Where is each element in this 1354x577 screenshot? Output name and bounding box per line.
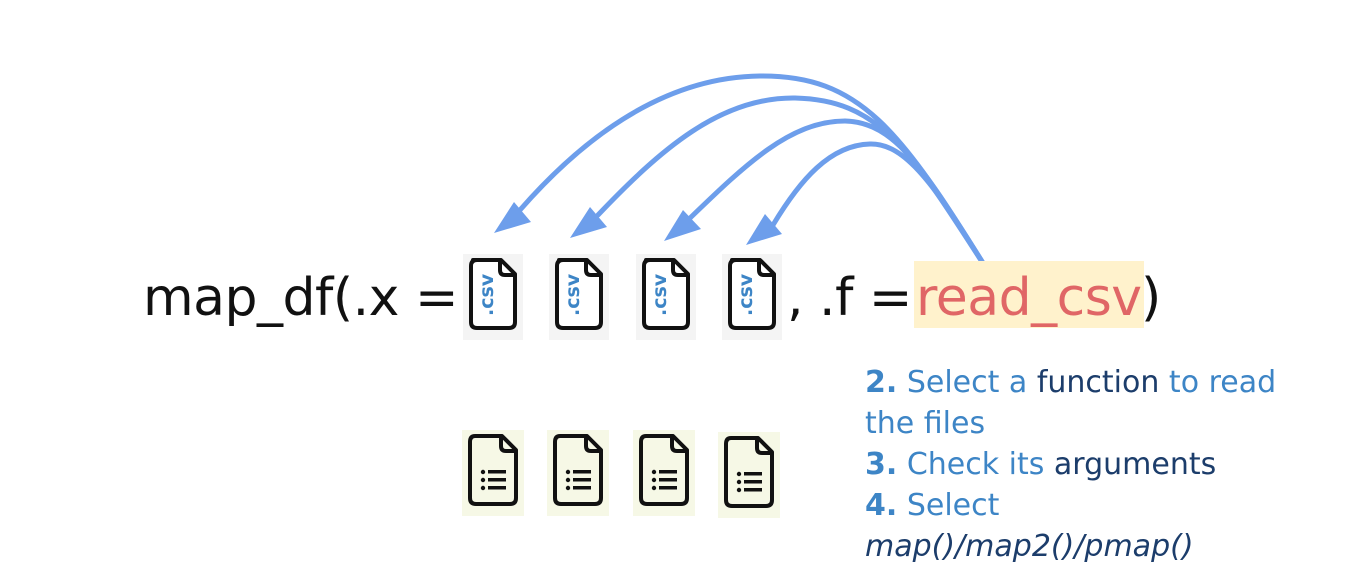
step-2: 2. Select a function to read the files [865,362,1325,444]
step-text: Select [897,488,1000,523]
list-document-icon [633,430,695,516]
arrow-to-csv-3 [685,118,989,271]
step-3: 3. Check its arguments [865,444,1325,485]
code-prefix: map_df(.x = [143,268,459,328]
list-document-icon [547,430,609,516]
step-4: 4. Select map()/map2()/pmap() [865,485,1325,567]
arrowhead-4 [746,214,782,245]
csv-label: .csv [476,273,498,316]
code-middle: , .f = [787,268,913,328]
step-text: Select a [897,365,1037,400]
csv-file-icon: .csv [636,254,696,340]
step-text: to read the files [865,365,1277,441]
arrow-to-csv-2 [595,95,989,271]
step-keyword: map()/map2()/pmap() [865,529,1194,564]
code-suffix: ) [1141,268,1161,328]
csv-label: .csv [735,273,757,316]
step-keyword: function [1036,365,1160,400]
csv-file-icon: .csv [549,254,609,340]
arrowhead-1 [494,202,531,233]
csv-label: .csv [649,273,671,316]
step-keyword: arguments [1053,447,1217,482]
step-number: 3. [865,447,898,482]
arrow-to-csv-4 [770,141,989,271]
list-document-icon [462,430,524,516]
arrow-to-csv-1 [517,73,989,271]
step-number: 2. [865,365,898,400]
arrowhead-2 [570,207,607,238]
list-document-icon [718,432,780,518]
function-name: read_csv [916,268,1142,328]
csv-file-icon: .csv [463,254,523,340]
step-text: Check its [897,447,1054,482]
steps-list: 2. Select a function to read the files 3… [865,362,1325,567]
step-number: 4. [865,488,898,523]
csv-file-icon: .csv [722,254,782,340]
function-highlight [914,261,1144,328]
arrowhead-3 [664,210,701,241]
csv-label: .csv [562,273,584,316]
